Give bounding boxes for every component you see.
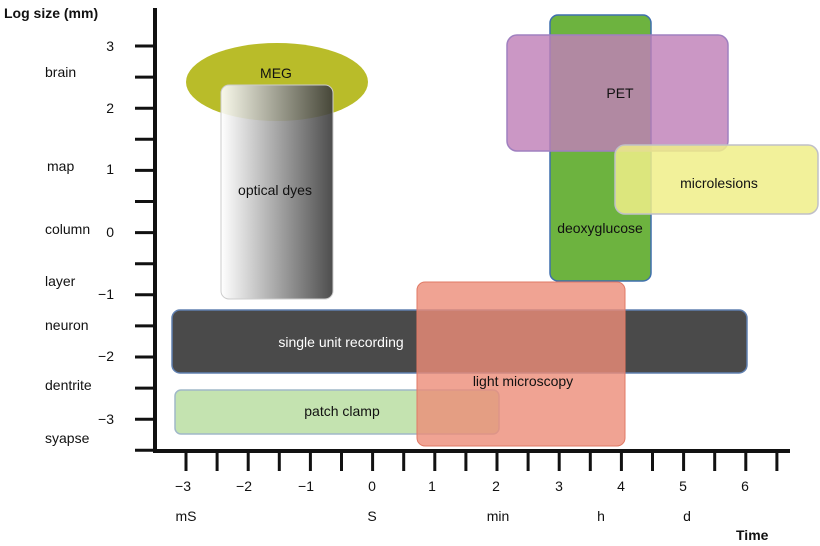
- x-tick-label: 2: [492, 478, 500, 494]
- y-scale-label: brain: [45, 64, 76, 80]
- y-tick-label: 2: [106, 100, 114, 116]
- optical-dyes-region: [220, 84, 334, 300]
- y-tick-label: 3: [106, 38, 114, 54]
- x-tick-label: −1: [298, 478, 314, 494]
- y-tick-label: 1: [106, 161, 114, 177]
- y-tick-label: −2: [98, 348, 114, 364]
- meg-label: MEG: [260, 65, 292, 81]
- x-tick-label: 5: [679, 478, 687, 494]
- y-axis-title: Log size (mm): [4, 5, 98, 21]
- microlesions-label: microlesions: [680, 175, 758, 191]
- x-tick-label: 6: [741, 478, 749, 494]
- x-scale-label: d: [683, 508, 691, 524]
- x-scale-label: min: [487, 508, 510, 524]
- y-scale-label: syapse: [45, 430, 90, 446]
- x-tick-label: 3: [555, 478, 563, 494]
- y-axis-ticks: [135, 44, 155, 452]
- y-tick-label: −3: [98, 411, 114, 427]
- x-axis-ticks: [184, 451, 779, 471]
- x-scale-label: h: [597, 508, 605, 524]
- y-scale-label: layer: [45, 273, 76, 289]
- x-axis-title: Time: [736, 527, 769, 543]
- x-tick-label: 1: [428, 478, 436, 494]
- y-tick-label: 0: [106, 224, 114, 240]
- x-scale-label: S: [367, 508, 376, 524]
- single-unit-recording-label: single unit recording: [278, 334, 403, 350]
- x-tick-label: −2: [236, 478, 252, 494]
- optical-dyes-label: optical dyes: [238, 182, 312, 198]
- microlesions-region: [614, 144, 819, 215]
- y-scale-label: column: [45, 221, 90, 237]
- y-tick-label: −1: [98, 286, 114, 302]
- light-microscopy-region: [416, 281, 626, 447]
- patch-clamp-label: patch clamp: [304, 403, 380, 419]
- y-scale-label: neuron: [45, 317, 89, 333]
- deoxyglucose-label: deoxyglucose: [557, 220, 643, 236]
- y-scale-label: dentrite: [45, 377, 92, 393]
- x-tick-label: −3: [175, 478, 191, 494]
- x-tick-label: 0: [368, 478, 376, 494]
- light-microscopy-label: light microscopy: [473, 373, 573, 389]
- pet-label: PET: [606, 85, 634, 101]
- x-tick-label: 4: [617, 478, 625, 494]
- x-scale-label: mS: [176, 508, 197, 524]
- y-scale-label: map: [47, 158, 74, 174]
